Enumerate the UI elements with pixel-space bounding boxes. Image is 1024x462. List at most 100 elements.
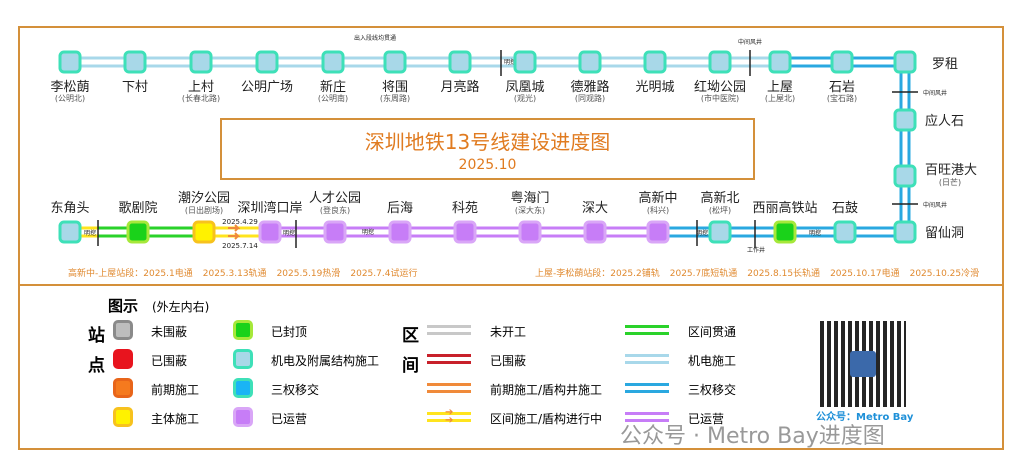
- station-bottom-1[interactable]: [126, 220, 150, 244]
- note: 2025.8.15长轨通: [747, 269, 821, 279]
- marker-label: 中间风井: [738, 38, 762, 46]
- legend-section-swatch: [625, 325, 669, 335]
- station-bottom-3[interactable]: [258, 220, 282, 244]
- marker-label: 明挖: [504, 58, 516, 66]
- note: 2025.10.17电通: [830, 269, 900, 279]
- station-name: 东角头: [50, 201, 89, 216]
- station-sub-name: (观光): [514, 93, 536, 103]
- station-name: 深大: [582, 201, 608, 216]
- station-bottom-7[interactable]: [518, 220, 542, 244]
- station-sub-name: (日出剧场): [185, 205, 223, 215]
- station-top-4[interactable]: [321, 50, 345, 74]
- station-name: 上屋: [767, 80, 793, 95]
- arrow-date: 2025.4.29: [222, 218, 258, 226]
- station-name: 上村: [188, 80, 214, 95]
- station-name: 公明广场: [241, 80, 293, 95]
- orange-arrow-icon: [228, 224, 241, 232]
- station-bottom-12[interactable]: [833, 220, 857, 244]
- legend-station-char: 站: [88, 326, 105, 346]
- station-top-3[interactable]: [255, 50, 279, 74]
- station-name: 后海: [387, 201, 413, 216]
- station-bottom-6[interactable]: [453, 220, 477, 244]
- orange-arrow-icon: [228, 232, 241, 240]
- station-sub-name: (宝石路): [827, 93, 857, 103]
- marker-label: 明挖: [84, 229, 96, 237]
- station-name: 红坳公园: [694, 79, 746, 95]
- station-name: 粤海门: [510, 190, 549, 206]
- legend-section-label: 未开工: [490, 325, 527, 339]
- station-bottom-8[interactable]: [583, 220, 607, 244]
- station-right-2[interactable]: [893, 220, 917, 244]
- title-date: 2025.10: [458, 157, 517, 173]
- legend-station-label: 主体施工: [151, 412, 200, 426]
- station-top-11[interactable]: [768, 50, 792, 74]
- note: 上屋-李松蓢站段：2025.2铺轨: [535, 269, 660, 279]
- page-title: 深圳地铁13号线建设进度图: [364, 130, 611, 154]
- station-top-2[interactable]: [189, 50, 213, 74]
- legend-station-swatch: [113, 407, 133, 427]
- station-top-10[interactable]: [708, 50, 732, 74]
- qr-label: 公众号：Metro Bay: [816, 412, 914, 423]
- note: 2025.5.19热滑: [276, 269, 341, 279]
- station-bottom-4[interactable]: [323, 220, 347, 244]
- station-name: 德雅路: [570, 79, 609, 95]
- station-name: 潮汐公园: [178, 190, 230, 206]
- legend-section-label: 区间施工/盾构进行中: [490, 412, 603, 426]
- station-name: 石鼓: [832, 201, 858, 216]
- arrow-date: 2025.7.14: [222, 242, 258, 250]
- station-sub-name: (市中医院): [701, 93, 739, 103]
- station-name: 光明城: [635, 80, 674, 95]
- station-top-1[interactable]: [123, 50, 147, 74]
- legend-station-swatch: [233, 378, 253, 398]
- station-top-7[interactable]: [513, 50, 537, 74]
- marker-label: 明挖: [283, 229, 295, 237]
- station-name: 科苑: [452, 201, 478, 216]
- station-top-6[interactable]: [448, 50, 472, 74]
- station-bottom-5[interactable]: [388, 220, 412, 244]
- note: 2025.10.25冷滑: [909, 269, 980, 279]
- station-top-8[interactable]: [578, 50, 602, 74]
- station-top-13[interactable]: [893, 50, 917, 74]
- marker-label: 中间风井: [923, 201, 947, 209]
- legend-station-label: 前期施工: [151, 383, 200, 397]
- line-map: 2025.4.292025.7.14明挖中间风井出入段线均贯通中间风井中间风井明…: [50, 34, 977, 254]
- station-name: 李松蓢: [50, 80, 89, 95]
- station-name: 高新中: [638, 190, 677, 206]
- station-bottom-9[interactable]: [646, 220, 670, 244]
- station-name: 月亮路: [440, 79, 479, 95]
- station-top-0[interactable]: [58, 50, 82, 74]
- station-right-1[interactable]: [893, 164, 917, 188]
- legend-station-label: 机电及附属结构施工: [271, 354, 380, 368]
- station-name: 高新北: [700, 190, 739, 206]
- station-right-0[interactable]: [893, 108, 917, 132]
- station-top-9[interactable]: [643, 50, 667, 74]
- station-top-5[interactable]: [383, 50, 407, 74]
- note: 2025.7底短轨通: [669, 269, 738, 279]
- marker-label: 中间风井: [923, 89, 947, 97]
- legend-section-swatch: [427, 354, 471, 364]
- station-top-12[interactable]: [830, 50, 854, 74]
- legend-section-swatch: [427, 383, 471, 393]
- legend-section-swatch: [625, 354, 669, 364]
- legend-station-label: 已运营: [271, 412, 308, 426]
- legend-station-label: 已封顶: [271, 325, 308, 339]
- station-name: 将围: [382, 80, 408, 95]
- legend-section-char: 间: [402, 356, 419, 376]
- station-sub-name: (上屋北): [765, 94, 795, 103]
- station-sub-name: (深大东): [515, 205, 545, 215]
- station-sub-name: (松坪): [709, 205, 731, 215]
- legend-station-label: 已围蔽: [151, 354, 188, 368]
- legend-section-swatch: [625, 383, 669, 393]
- note: 2025.3.13轨通: [202, 269, 267, 279]
- marker-label: 明挖: [809, 229, 821, 237]
- orange-arrow-icon: ➔ ➔: [445, 407, 454, 426]
- station-bottom-10[interactable]: [708, 220, 732, 244]
- legend-section-char: 区: [402, 326, 419, 346]
- station-bottom-2[interactable]: [192, 220, 216, 244]
- legend-section-swatch: [427, 412, 471, 422]
- station-bottom-0[interactable]: [58, 220, 82, 244]
- station-bottom-11[interactable]: [773, 220, 797, 244]
- station-sub-name: (日芒): [939, 177, 961, 187]
- station-sub-name: (东周路): [380, 93, 410, 103]
